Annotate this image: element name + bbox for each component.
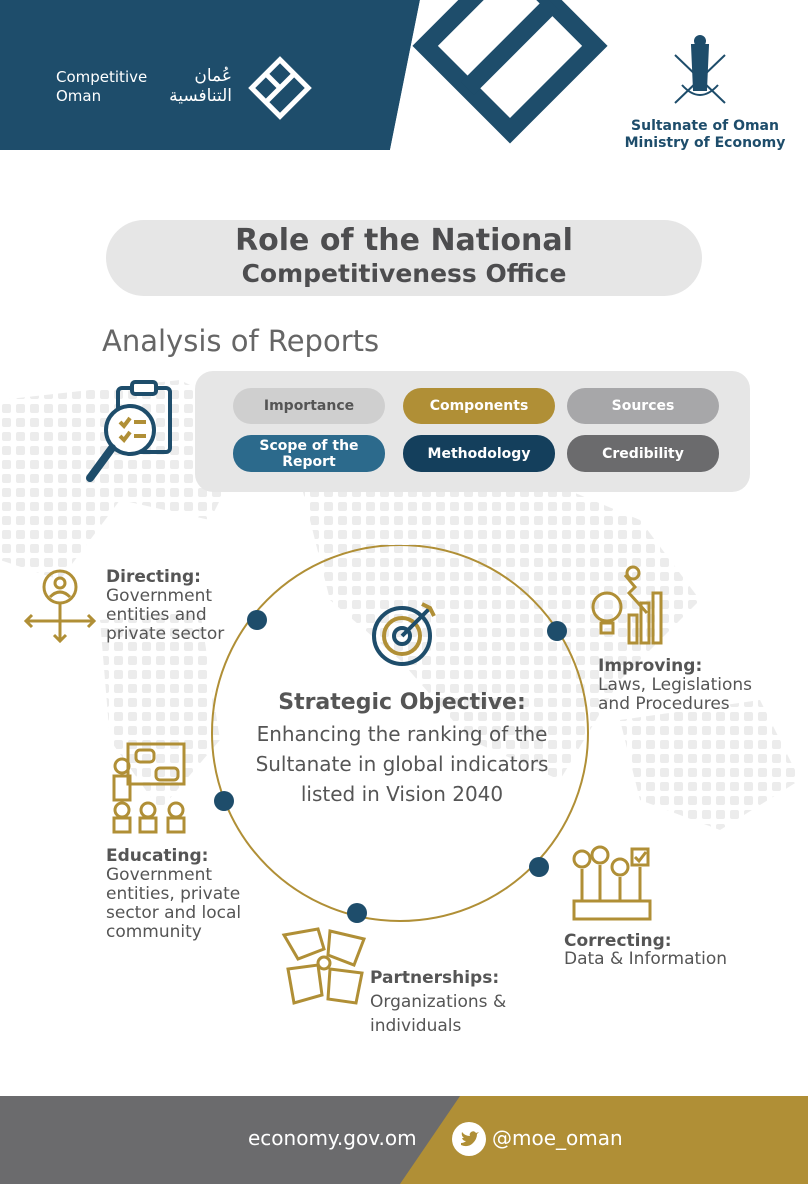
target-icon <box>372 602 436 666</box>
process-check-icon <box>572 845 652 921</box>
brand-name-en: Competitive Oman <box>56 68 147 106</box>
title-line-1: Role of the National <box>235 223 573 258</box>
pill-credibility: Credibility <box>567 435 719 472</box>
pill-methodology: Methodology <box>403 435 555 472</box>
directing-icon <box>23 569 97 644</box>
footer-website-link[interactable]: economy.gov.om <box>248 1126 417 1150</box>
directing-text: Government entities and private sector <box>106 587 224 644</box>
partnerships-line-2: individuals <box>370 1016 462 1036</box>
footer-right-band <box>400 1096 808 1184</box>
educating-line-3: sector and local <box>106 903 242 923</box>
objective-heading: Strategic Objective: <box>278 690 526 715</box>
ministry-name: Sultanate of Oman Ministry of Economy <box>610 118 800 152</box>
objective-line-3: listed in Vision 2040 <box>300 782 504 806</box>
partnerships-line-1: Organizations & <box>370 992 507 1012</box>
page-title: Role of the National Competitiveness Off… <box>106 224 702 290</box>
objective-line-2: Sultanate in global indicators <box>255 752 549 776</box>
footer-twitter-handle[interactable]: @moe_oman <box>492 1126 623 1150</box>
pill-importance: Importance <box>233 388 385 424</box>
pill-scope: Scope of the Report <box>233 435 385 472</box>
header-banner <box>0 0 808 150</box>
correcting-heading: Correcting: <box>564 931 672 951</box>
partnerships-heading: Partnerships: <box>370 968 500 988</box>
title-pill <box>106 220 702 296</box>
title-line-2: Competitiveness Office <box>241 259 567 288</box>
educating-line-2: entities, private <box>106 884 241 904</box>
improving-heading: Improving: <box>598 656 703 676</box>
educating-line-1: Government <box>106 865 213 885</box>
twitter-icon[interactable] <box>452 1122 486 1156</box>
improving-line-1: Laws, Legislations <box>598 675 753 695</box>
directing-heading: Directing: <box>106 567 201 587</box>
clipboard-search-icon <box>86 380 172 482</box>
pill-components: Components <box>403 388 555 424</box>
directing-line-2: entities and <box>106 605 207 625</box>
brand-ar-line-1: عُمان <box>194 66 232 86</box>
improving-line-2: and Procedures <box>598 694 730 714</box>
ministry-line-1: Sultanate of Oman <box>631 118 779 134</box>
educating-line-4: community <box>106 922 202 942</box>
partnerships-text: Organizations & individuals <box>370 990 506 1038</box>
directing-line-3: private sector <box>106 624 225 644</box>
brand-name-ar: عُمان التنافسية <box>160 66 232 106</box>
ministry-line-2: Ministry of Economy <box>624 135 786 151</box>
educating-heading: Educating: <box>106 846 209 866</box>
improving-text: Laws, Legislations and Procedures <box>598 676 752 714</box>
lightbulb-tools-icon <box>591 565 663 645</box>
handshake-puzzle-icon <box>281 927 367 1005</box>
objective-line-1: Enhancing the ranking of the <box>256 722 548 746</box>
classroom-icon <box>112 742 186 834</box>
objective-circle <box>211 545 589 923</box>
brand-ar-line-2: التنافسية <box>169 86 232 106</box>
educating-text: Government entities, private sector and … <box>106 866 241 942</box>
brand-line-2: Oman <box>56 87 102 105</box>
directing-line-1: Government <box>106 586 213 606</box>
analysis-heading: Analysis of Reports <box>102 324 380 358</box>
footer-left-band <box>0 1096 460 1184</box>
brand-line-1: Competitive <box>56 68 148 86</box>
correcting-text: Data & Information <box>564 949 728 969</box>
pill-sources: Sources <box>567 388 719 424</box>
world-map-dots <box>0 380 800 830</box>
